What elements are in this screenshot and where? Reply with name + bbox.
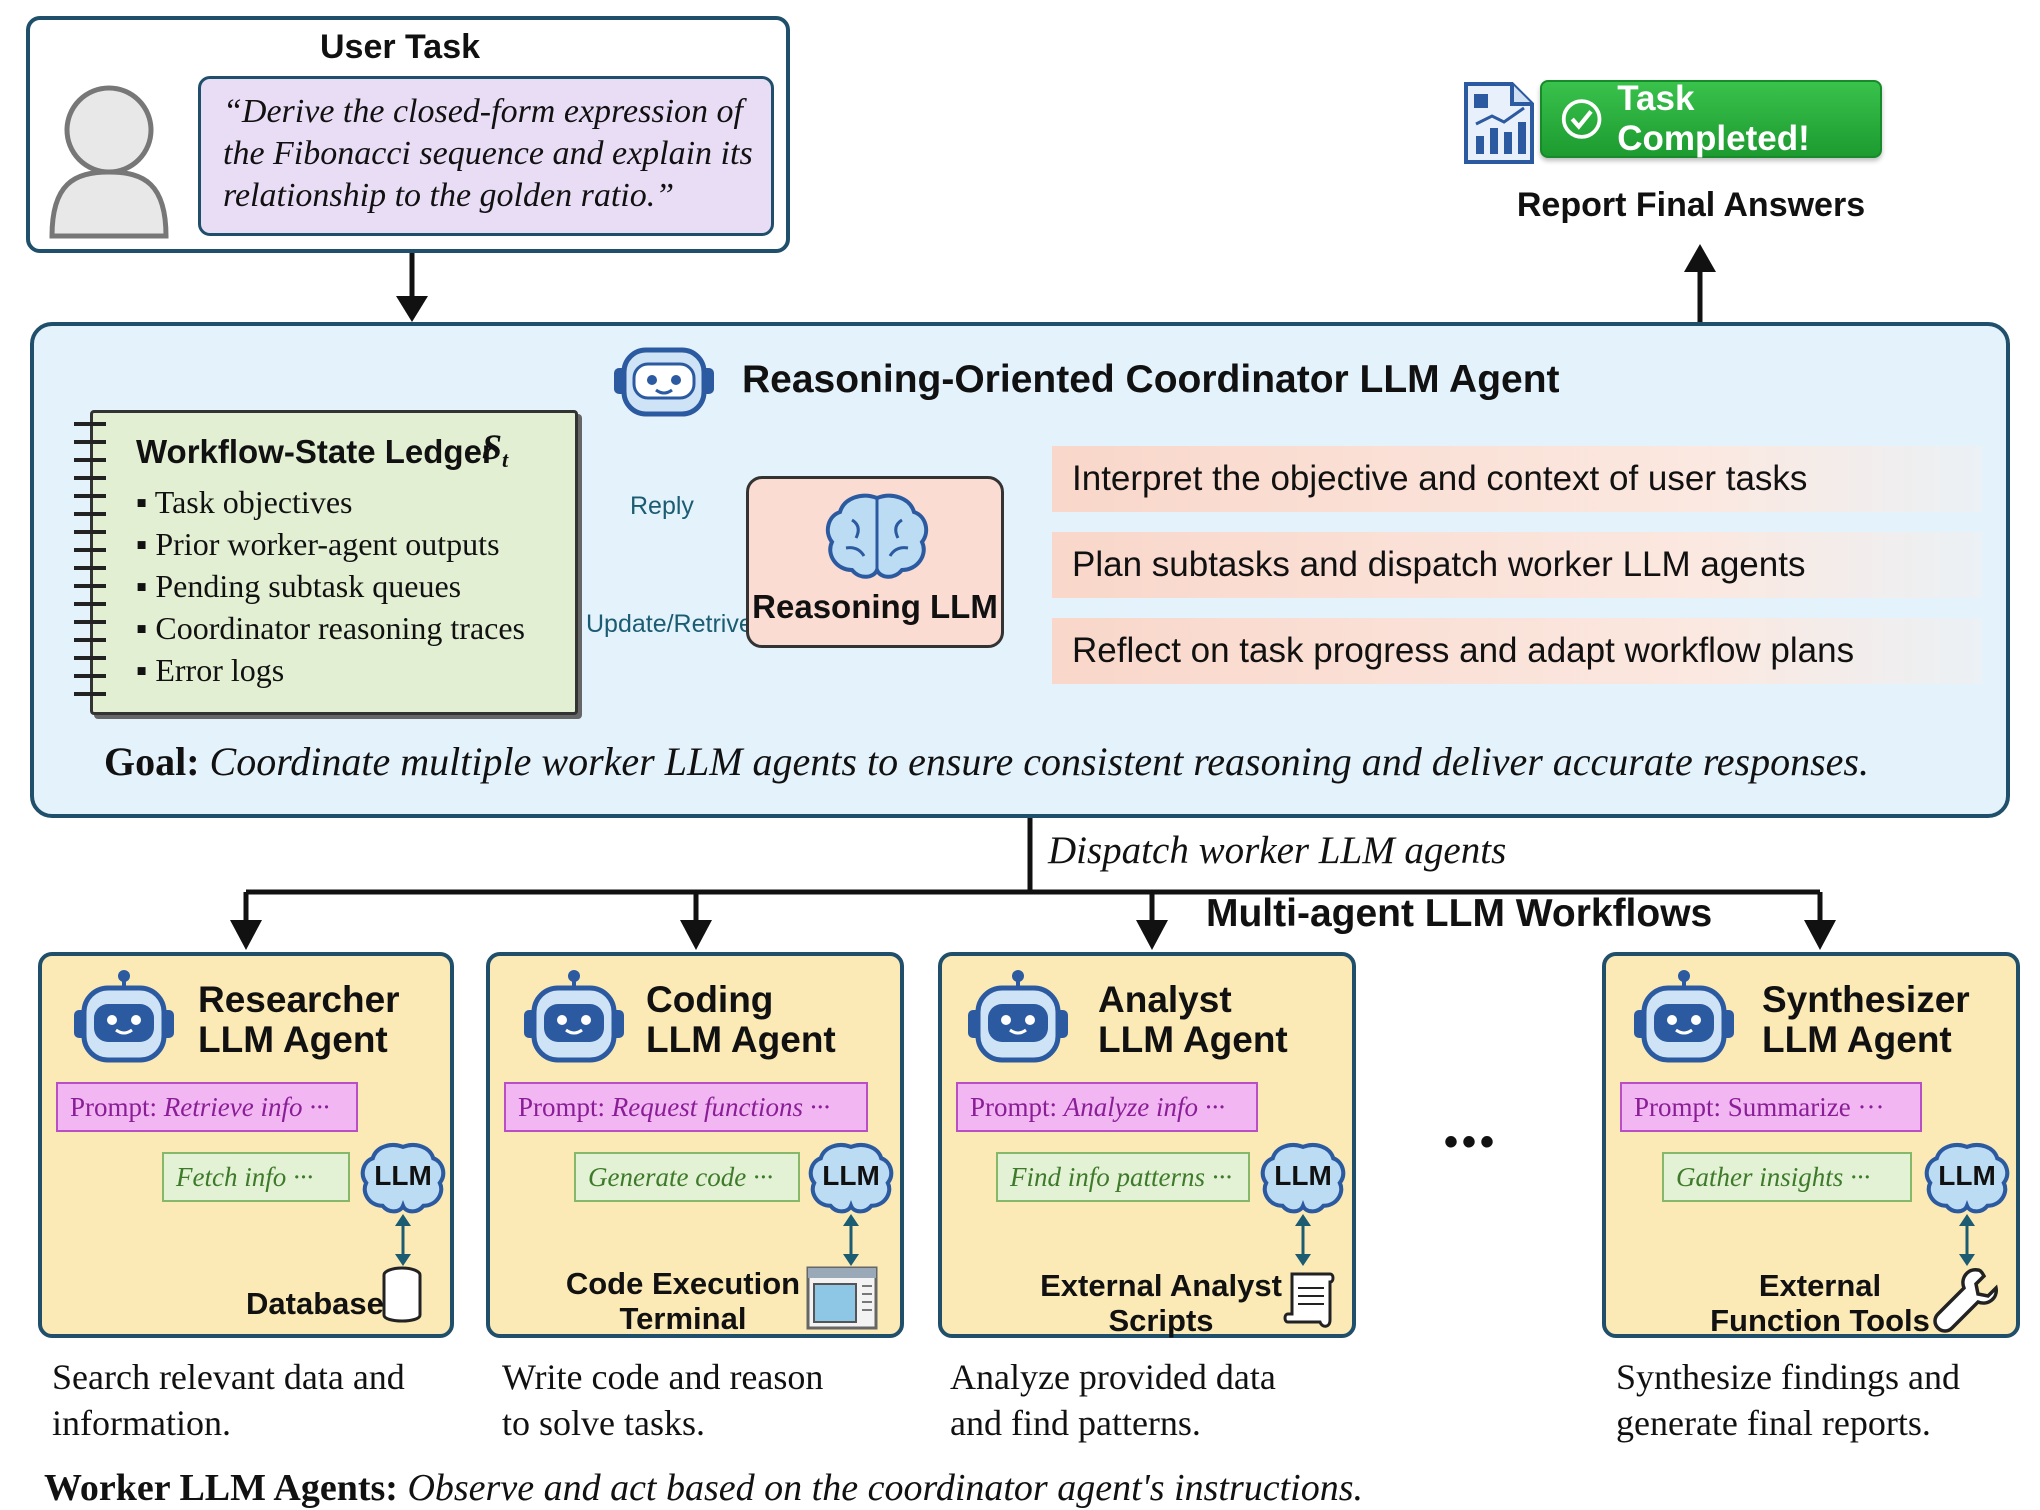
- user-task-title: User Task: [320, 28, 481, 66]
- coordinator-goal: Goal: Coordinate multiple worker LLM age…: [104, 738, 1869, 785]
- reply-label: Reply: [630, 492, 694, 520]
- llm-label: LLM: [1274, 1160, 1332, 1191]
- responsibility-item: Plan subtasks and dispatch worker LLM ag…: [1052, 532, 1982, 598]
- wrench-icon: [1933, 1268, 1998, 1333]
- user-avatar-icon: [49, 85, 169, 239]
- ledger-item: ▪ Coordinator reasoning traces: [136, 610, 525, 646]
- worker-footer-text: Observe and act based on the coordinator…: [407, 1467, 1364, 1509]
- bidirectional-arrow-icon: [1295, 1214, 1311, 1266]
- notebook-spiral-icon: [74, 422, 106, 696]
- agent-prompt: Prompt: Retrieve info ···: [56, 1082, 358, 1132]
- robot-icon: [968, 970, 1068, 1063]
- terminal-window-icon: [806, 1266, 878, 1330]
- responsibility-item: Interpret the objective and context of u…: [1052, 446, 1982, 512]
- responsibility-item: Reflect on task progress and adapt workf…: [1052, 618, 1982, 684]
- llm-label: LLM: [1938, 1160, 1996, 1191]
- brain-icon: [360, 1142, 446, 1214]
- coordinator-title: Reasoning-Oriented Coordinator LLM Agent: [742, 358, 1560, 401]
- report-final-answers: Report Final Answers: [1516, 186, 1866, 224]
- workflows-title: Multi-agent LLM Workflows: [1206, 892, 1713, 935]
- user-task-quote: “Derive the closed-form expression of th…: [198, 76, 774, 236]
- worker-agents-footer: Worker LLM Agents: Observe and act based…: [44, 1466, 1363, 1510]
- dispatch-arrowheads: [230, 920, 1836, 950]
- ledger-item: ▪ Pending subtask queues: [136, 568, 462, 604]
- worker-footer-label: Worker LLM Agents:: [44, 1467, 398, 1509]
- brain-icon: [1924, 1142, 2010, 1214]
- agent-prompt: Prompt: Summarize ···: [1620, 1082, 1922, 1132]
- workflow-state-ledger: [90, 410, 578, 715]
- ledger-state-symbol: St: [482, 427, 509, 473]
- agent-action: Fetch info ···: [162, 1152, 350, 1202]
- goal-label: Goal:: [104, 739, 200, 784]
- bidirectional-arrow-icon: [843, 1214, 859, 1266]
- ledger-item: ▪ Error logs: [136, 652, 285, 688]
- brain-icon: [808, 1142, 894, 1214]
- more-agents-ellipsis: •••: [1444, 1120, 1499, 1164]
- ledger-item: ▪ Task objectives: [136, 484, 353, 520]
- ledger-item: ▪ Prior worker-agent outputs: [136, 526, 500, 562]
- update-retrieve-label: Update/Retrive: [586, 610, 753, 638]
- task-completed-label: Task Completed!: [1617, 79, 1810, 158]
- bidirectional-arrow-icon: [395, 1214, 411, 1266]
- database-icon: [382, 1266, 422, 1323]
- dispatch-tree: [243, 818, 1823, 924]
- arrow-user-to-coordinator: [396, 253, 428, 322]
- goal-text: Coordinate multiple worker LLM agents to…: [209, 739, 1869, 784]
- robot-icon: [1634, 970, 1734, 1063]
- llm-label: LLM: [374, 1160, 432, 1191]
- report-document-icon: [1464, 82, 1534, 164]
- bidirectional-arrow-icon: [1959, 1214, 1975, 1266]
- agent-prompt: Prompt: Analyze info ···: [956, 1082, 1258, 1132]
- agent-action: Generate code ···: [574, 1152, 800, 1202]
- robot-icon: [614, 347, 714, 417]
- brain-icon: [825, 493, 929, 579]
- robot-icon: [524, 970, 624, 1063]
- ledger-title: Workflow-State Ledger: [136, 433, 495, 470]
- llm-label: LLM: [822, 1160, 880, 1191]
- agent-action: Gather insights ···: [1662, 1152, 1912, 1202]
- check-circle-icon: [1561, 99, 1602, 139]
- brain-icon: [1260, 1142, 1346, 1214]
- task-completed-badge: Task Completed!: [1540, 79, 1882, 158]
- agent-prompt: Prompt: Request functions ···: [504, 1082, 868, 1132]
- dispatch-label: Dispatch worker LLM agents: [1048, 829, 1507, 872]
- arrow-coordinator-to-report: [1684, 244, 1716, 322]
- agent-action: Find info patterns ···: [996, 1152, 1250, 1202]
- tool-label: Database: [246, 1286, 384, 1321]
- reasoning-llm-label: Reasoning LLM: [752, 588, 998, 625]
- robot-icon: [74, 970, 174, 1063]
- script-scroll-icon: [1283, 1272, 1335, 1328]
